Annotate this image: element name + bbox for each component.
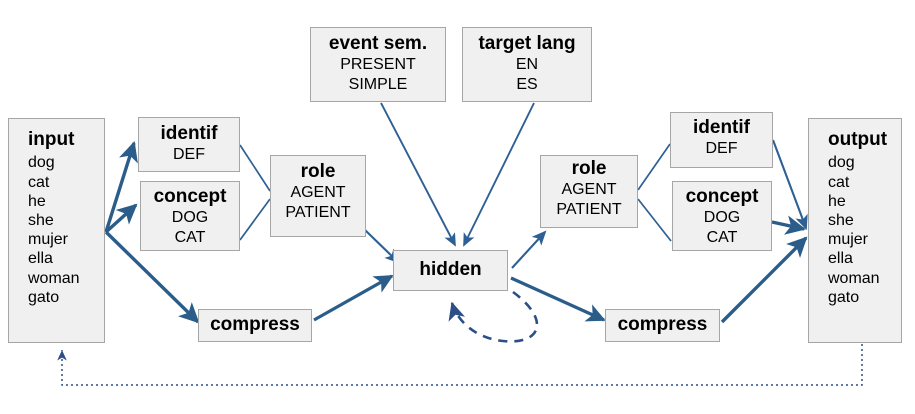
node-output-title: output: [828, 129, 888, 150]
node-output-item: ella: [828, 250, 853, 268]
node-compress-right[interactable]: compress: [605, 309, 720, 342]
node-target-lang-title: target lang: [478, 33, 576, 54]
node-identif-right-title: identif: [693, 117, 750, 138]
edge-input-to-concept-left: [104, 203, 138, 234]
node-compress-left-title: compress: [210, 314, 300, 336]
node-output-item: cat: [828, 173, 850, 191]
node-role-left-title: role: [300, 161, 336, 182]
node-identif-right[interactable]: identif DEF: [670, 112, 773, 168]
node-role-left-item: PATIENT: [285, 203, 351, 221]
node-concept-left-item: CAT: [174, 228, 206, 246]
node-hidden[interactable]: hidden: [393, 250, 508, 291]
node-output-item: he: [828, 192, 846, 210]
node-input-item: woman: [28, 269, 80, 287]
node-output-item: mujer: [828, 231, 869, 249]
node-role-right[interactable]: role AGENT PATIENT: [540, 155, 638, 228]
node-input-item: he: [28, 192, 46, 210]
node-input-item: gato: [28, 288, 60, 306]
node-identif-right-item: DEF: [705, 140, 738, 158]
node-output-item: woman: [828, 269, 880, 287]
node-target-lang[interactable]: target lang EN ES: [462, 27, 592, 102]
node-input-item: cat: [28, 173, 50, 191]
node-role-right-item: PATIENT: [556, 200, 622, 218]
node-event-sem-title: event sem.: [328, 33, 428, 54]
node-input-item: mujer: [28, 231, 69, 249]
edge-hidden-to-role-right: [511, 230, 547, 269]
edge-input-to-identif-left: [104, 141, 138, 233]
node-identif-left[interactable]: identif DEF: [138, 117, 240, 172]
node-hidden-title: hidden: [419, 259, 482, 281]
node-concept-left[interactable]: concept DOG CAT: [140, 181, 240, 251]
node-role-left[interactable]: role AGENT PATIENT: [270, 155, 366, 237]
node-role-left-item: AGENT: [290, 184, 346, 202]
node-event-sem-item: PRESENT: [340, 56, 416, 74]
node-identif-left-item: DEF: [173, 146, 205, 164]
edge-concept-left-to-role-left: [239, 198, 271, 241]
edge-event-sem-to-hidden: [380, 102, 456, 247]
edge-output-to-input-feedback: [57, 344, 863, 386]
node-concept-left-title: concept: [153, 186, 227, 207]
node-output[interactable]: output dog cat he she mujer ella woman g…: [808, 118, 902, 343]
node-identif-left-title: identif: [160, 123, 218, 144]
node-concept-right-item: CAT: [706, 228, 738, 246]
node-role-right-item: AGENT: [561, 181, 617, 199]
edge-compress-left-to-hidden: [313, 274, 394, 322]
node-concept-right-title: concept: [685, 186, 759, 207]
edge-role-right-to-identif-right: [637, 143, 671, 191]
edge-concept-right-to-output: [771, 215, 806, 235]
node-target-lang-item: EN: [515, 56, 539, 74]
node-output-item: dog: [828, 154, 855, 172]
edge-hidden-to-compress-right: [510, 276, 606, 322]
node-output-item: she: [828, 211, 854, 229]
edge-hidden-recurrent-loop: [448, 290, 539, 343]
node-input-title: input: [28, 129, 75, 150]
node-output-item: gato: [828, 288, 860, 306]
node-role-right-title: role: [571, 158, 607, 179]
node-concept-right-item: DOG: [703, 209, 741, 227]
node-input-item: ella: [28, 250, 53, 268]
node-event-sem-item: SIMPLE: [348, 75, 408, 93]
node-concept-left-item: DOG: [171, 209, 209, 227]
node-compress-left[interactable]: compress: [198, 309, 312, 342]
node-compress-right-title: compress: [617, 314, 708, 336]
node-event-sem[interactable]: event sem. PRESENT SIMPLE: [310, 27, 446, 102]
edge-role-right-to-concept-right: [637, 198, 672, 242]
edge-target-lang-to-hidden: [463, 102, 535, 247]
edge-identif-right-to-output: [772, 139, 808, 230]
node-input[interactable]: input dog cat he she mujer ella woman ga…: [8, 118, 105, 343]
edge-identif-left-to-role-left: [239, 144, 271, 192]
node-concept-right[interactable]: concept DOG CAT: [672, 181, 772, 251]
node-input-item: dog: [28, 154, 55, 172]
node-target-lang-item: ES: [516, 75, 538, 93]
node-input-item: she: [28, 211, 54, 229]
